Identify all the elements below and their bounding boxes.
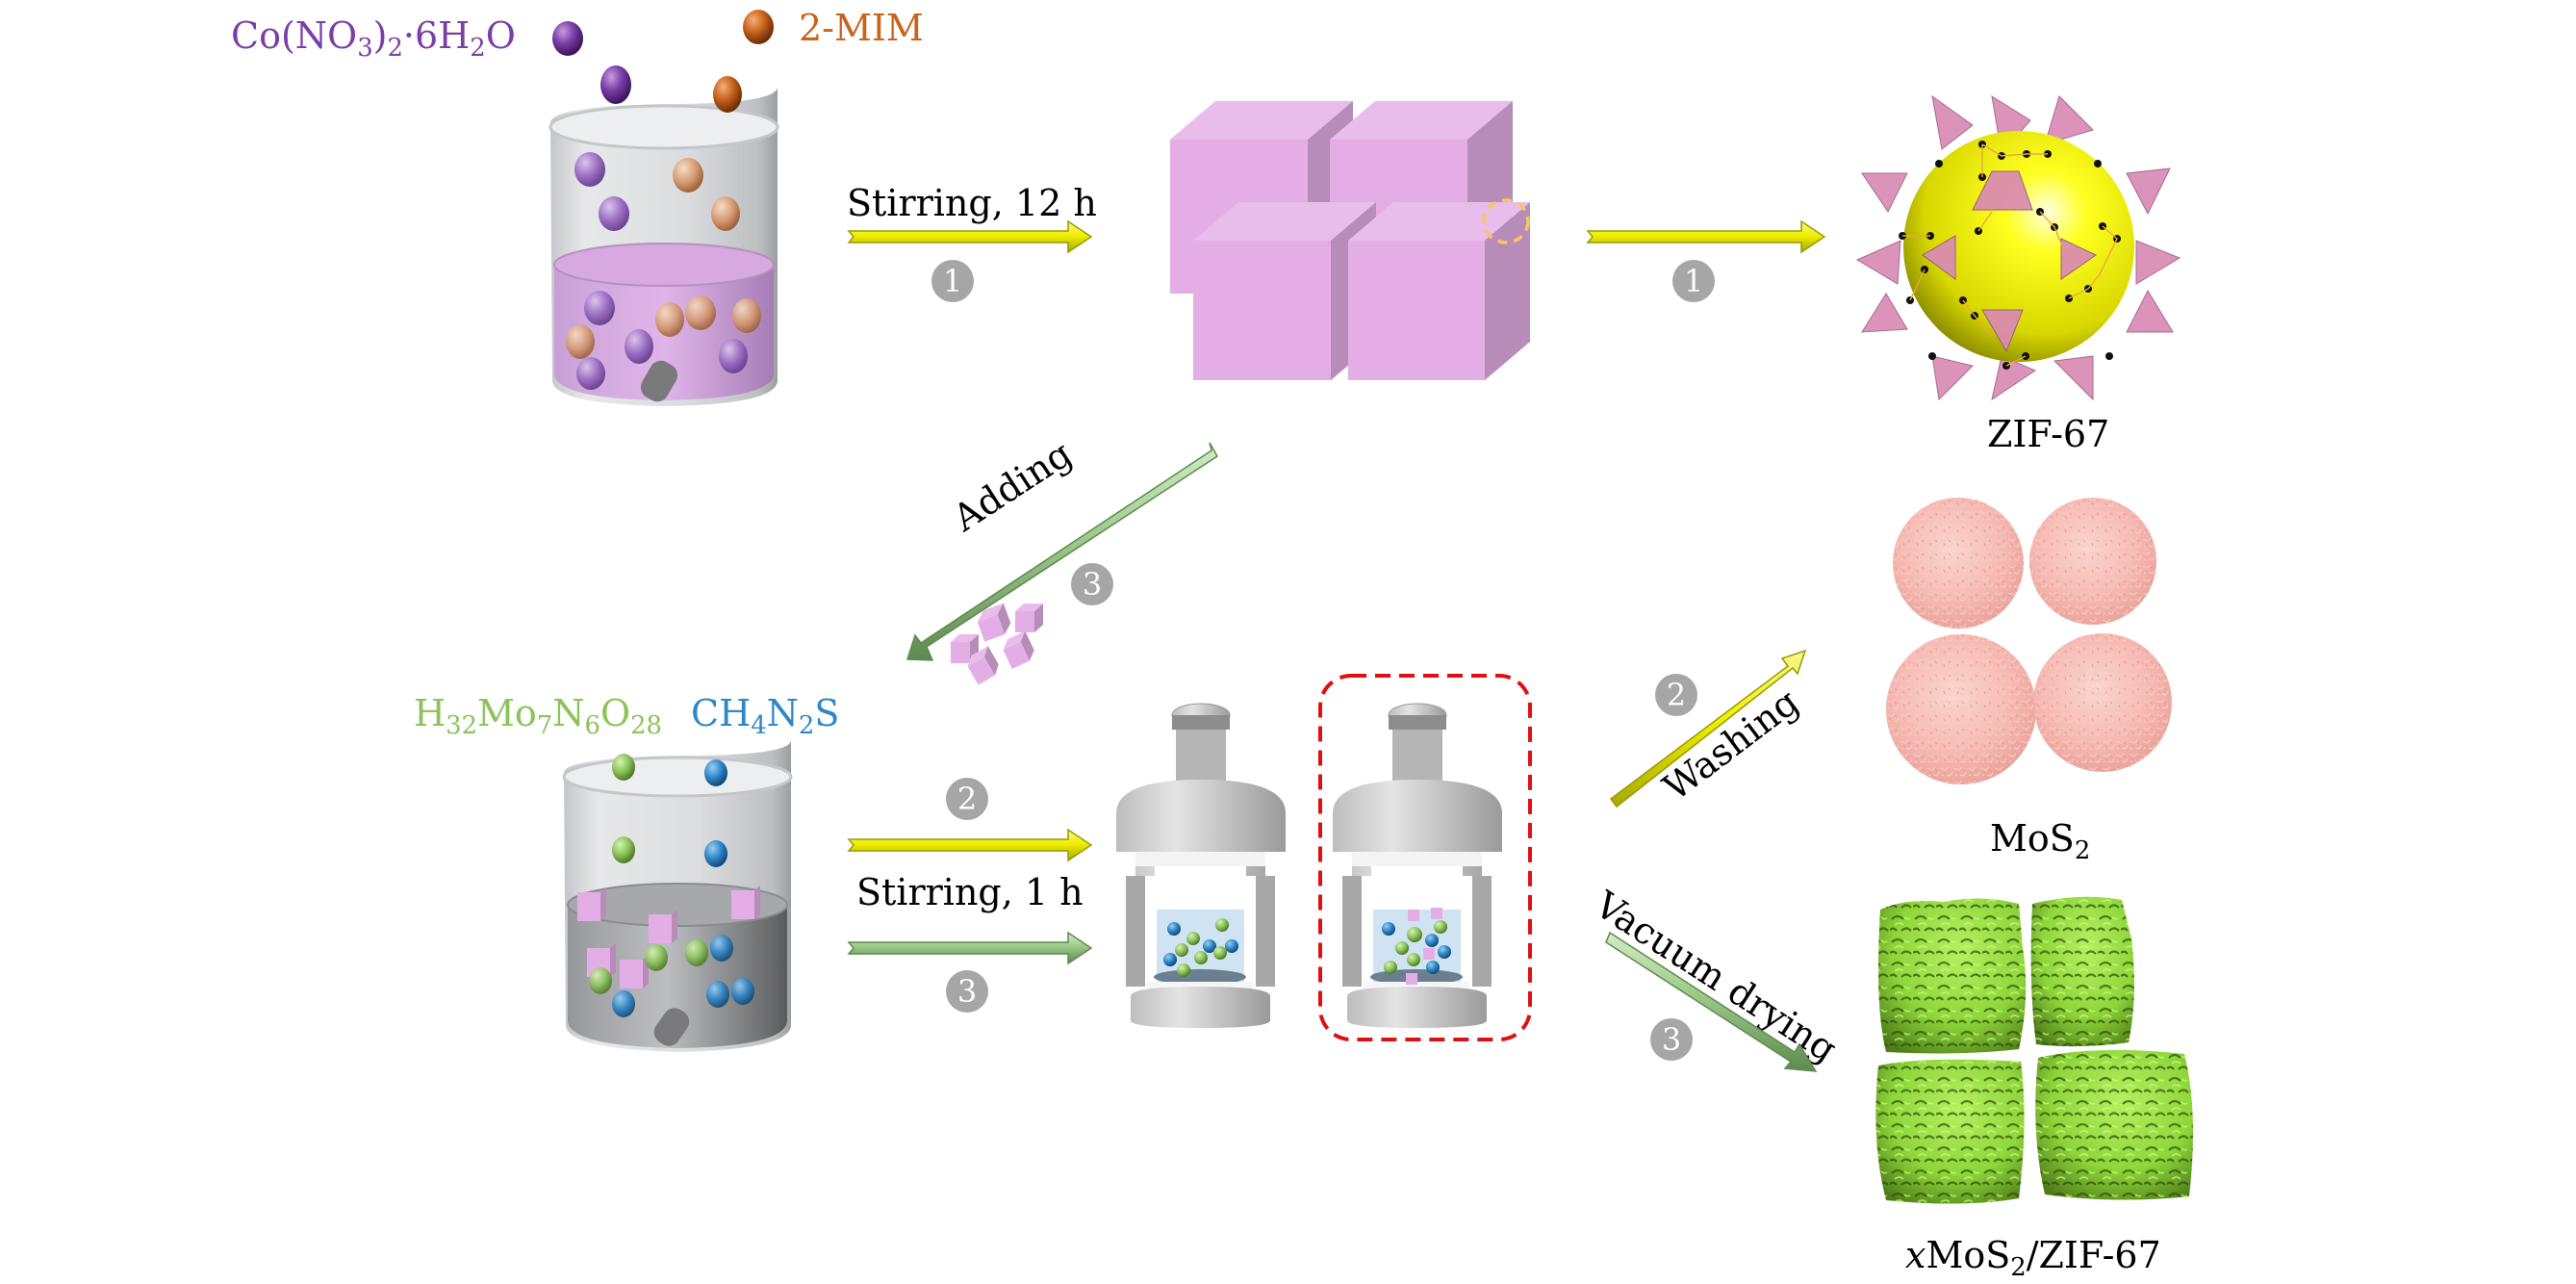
label-sub: 3: [357, 33, 373, 63]
arrow-step1-zif: [1586, 219, 1826, 254]
thiourea-label: CH4N2S: [691, 695, 839, 739]
beaker-mos2-precursor: [562, 740, 793, 1052]
label-part: MoS: [1990, 817, 2075, 860]
step-label-stirring-1h: Stirring, 1 h: [856, 871, 1084, 913]
mim-molecule-icon: [743, 10, 774, 44]
label-sub: 2: [2010, 1252, 2027, 1282]
ammonium-molybdate-label: H32Mo7N6O28: [414, 695, 662, 739]
label-sub: 2: [470, 33, 486, 63]
label-sub: 7: [536, 710, 553, 740]
beaker-zif-precursor: [548, 65, 779, 406]
label-sub: 32: [446, 710, 478, 740]
autoclave-mos2: [1116, 703, 1286, 1028]
cobalt-nitrate-label: Co(NO3)2·6H2O: [231, 17, 516, 62]
arrow-step3-stir: [847, 931, 1093, 965]
autoclave-composite: [1333, 703, 1502, 1028]
label-part: Co(NO: [231, 14, 358, 57]
zif67-cubes: [1170, 101, 1530, 380]
label-sub: 4: [751, 710, 767, 740]
zif67-small-cubes: [951, 603, 1043, 685]
composite-label: xMoS2/ZIF-67: [1905, 1237, 2161, 1281]
label-sub: 28: [630, 710, 662, 740]
cobalt-molecule-icon: [552, 21, 583, 56]
arrow-step1-stir: [847, 219, 1093, 254]
step-label-stirring-12h: Stirring, 12 h: [847, 182, 1097, 224]
label-sub: 2: [798, 710, 815, 740]
step-badge-3: 3: [1071, 563, 1113, 605]
label-sub: 2: [2074, 835, 2091, 865]
label-part: N: [552, 692, 585, 734]
label-part: x: [1905, 1234, 1926, 1276]
label-part: MoS: [1926, 1234, 2011, 1276]
zif67-label: ZIF-67: [1987, 413, 2110, 455]
label-part: O: [485, 14, 516, 57]
step-badge-2: 2: [946, 778, 988, 820]
step-badge-3: 3: [946, 970, 988, 1013]
unit-cell-highlight-icon: [1482, 198, 1530, 244]
label-part: ): [372, 14, 388, 57]
label-part: CH: [691, 692, 752, 734]
mim-label: 2-MIM: [799, 7, 924, 49]
composite-nanocubes: [1875, 896, 2193, 1204]
label-part: N: [766, 692, 799, 734]
arrow-step3-vacuum-drying: [1605, 931, 1818, 1072]
arrow-step2-stir: [847, 828, 1093, 862]
autoclave-highlight-box: [1318, 674, 1532, 1041]
label-part: /ZIF-67: [2026, 1234, 2161, 1276]
step-badge-1: 1: [931, 260, 974, 302]
label-part: S: [814, 692, 840, 734]
step-badge-3: 3: [1650, 1018, 1693, 1061]
label-part: O: [599, 692, 631, 734]
zif67-structure: [1855, 94, 2181, 401]
label-sub: 6: [584, 710, 600, 740]
label-part: Mo: [477, 692, 537, 734]
mos2-label: MoS2: [1990, 820, 2090, 864]
arrow-step2-washing: [1609, 649, 1807, 809]
step-badge-1: 1: [1672, 260, 1715, 302]
step-badge-2: 2: [1655, 674, 1697, 716]
arrow-step3-adding: [905, 442, 1219, 661]
label-sub: 2: [387, 33, 403, 63]
label-part: H: [414, 692, 446, 734]
mos2-nanospheres: [1886, 498, 2172, 784]
label-part: ·6H: [402, 14, 471, 57]
